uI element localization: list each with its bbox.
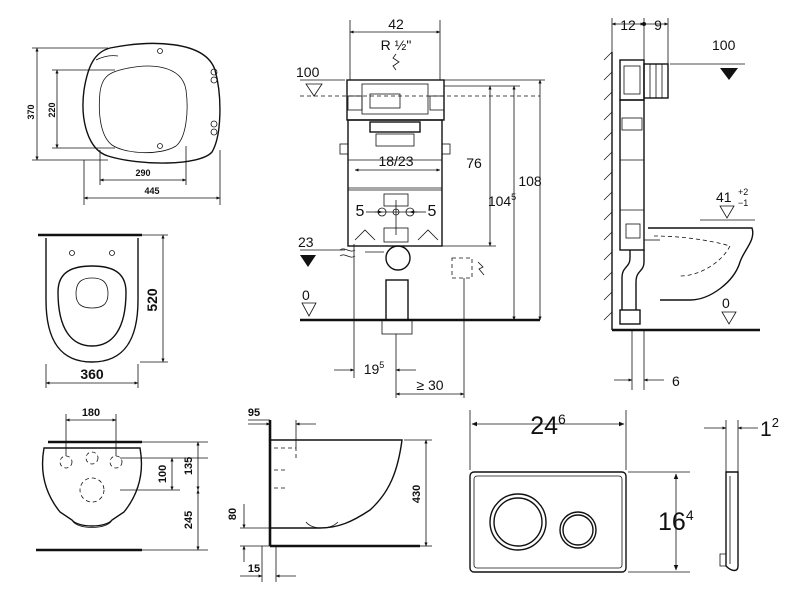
drain-level-23: 23 [298,234,314,250]
seat-top-view: 370 220 290 445 [26,42,221,205]
bowl-length-520: 520 [144,288,160,312]
flush-plate-view: 246 164 [469,410,694,573]
bolt-height-100: 100 [157,465,169,483]
frame-bolt-distance: 18/23 [378,153,413,169]
offset-19: 19 [364,361,380,377]
side-floor-0: 0 [722,295,730,311]
drain-height-80: 80 [227,508,239,520]
bolt-spacing-180: 180 [82,407,100,419]
full-flush-button-inner [493,497,543,547]
wall-offset-12: 12 [620,17,636,33]
full-flush-button[interactable] [489,493,547,551]
rim-height-41: 41 [716,189,732,205]
height-104-sup: 5 [511,192,516,202]
height-104: 104 [488,193,512,209]
top-level-100: 100 [296,64,320,80]
seat-length-290: 290 [135,168,150,178]
plate-width: 246 [530,411,566,440]
offset-19-main: 195 [364,360,385,377]
rim-tol-plus: +2 [738,187,748,197]
height-104-main: 1045 [488,192,516,209]
drain-height-245: 245 [183,511,195,529]
seat-width-220: 220 [47,102,57,117]
half-flush-button-inner [562,514,594,546]
pipe-depth-9: 9 [654,17,662,33]
bolt-offset-left: 5 [356,203,365,220]
seat-width-370: 370 [26,104,36,119]
clearance-30: ≥ 30 [416,377,443,393]
bowl-width-360: 360 [80,366,104,382]
flush-plate-side-view: 12 [704,415,779,572]
side-level-100: 100 [712,37,736,53]
seat-length-445: 445 [144,186,159,196]
plate-height-sup: 4 [686,507,694,523]
bowl-front-view: 180 100 135 245 [36,407,208,552]
frame-front-view: 42 R ½" 18/23 5 5 [296,16,545,398]
height-76: 76 [466,155,482,171]
frame-side-view: 12 9 100 41 +2 −1 0 6 [603,17,760,390]
wall-offset-15: 15 [248,563,260,575]
bowl-height-430: 430 [411,485,423,503]
rim-height-41-value: 41 [716,189,732,205]
plate-height: 164 [658,507,694,536]
offset-19-sup: 5 [379,360,384,370]
plate-depth-main: 1 [760,418,772,441]
floor-level-0: 0 [302,287,310,303]
plate-depth-sup: 2 [772,415,779,430]
bowl-profile-view: 95 430 80 15 [227,407,432,582]
half-flush-button[interactable] [559,511,597,549]
plate-width-main: 24 [530,412,558,440]
bowl-top-view: 520 360 [38,233,168,388]
depth-6: 6 [672,373,680,389]
plate-depth: 12 [760,415,779,441]
bolt-height-135: 135 [183,457,195,475]
plate-width-sup: 6 [558,411,566,427]
rim-tol-minus: −1 [738,198,748,208]
plate-height-main: 16 [658,508,686,536]
bolt-offset-right: 5 [428,203,437,220]
water-pipe-r: R ½" [381,37,412,53]
flush-plate [469,471,627,573]
profile-bolt-95: 95 [248,407,260,419]
height-108: 108 [518,173,542,189]
frame-width-42: 42 [388,16,404,32]
